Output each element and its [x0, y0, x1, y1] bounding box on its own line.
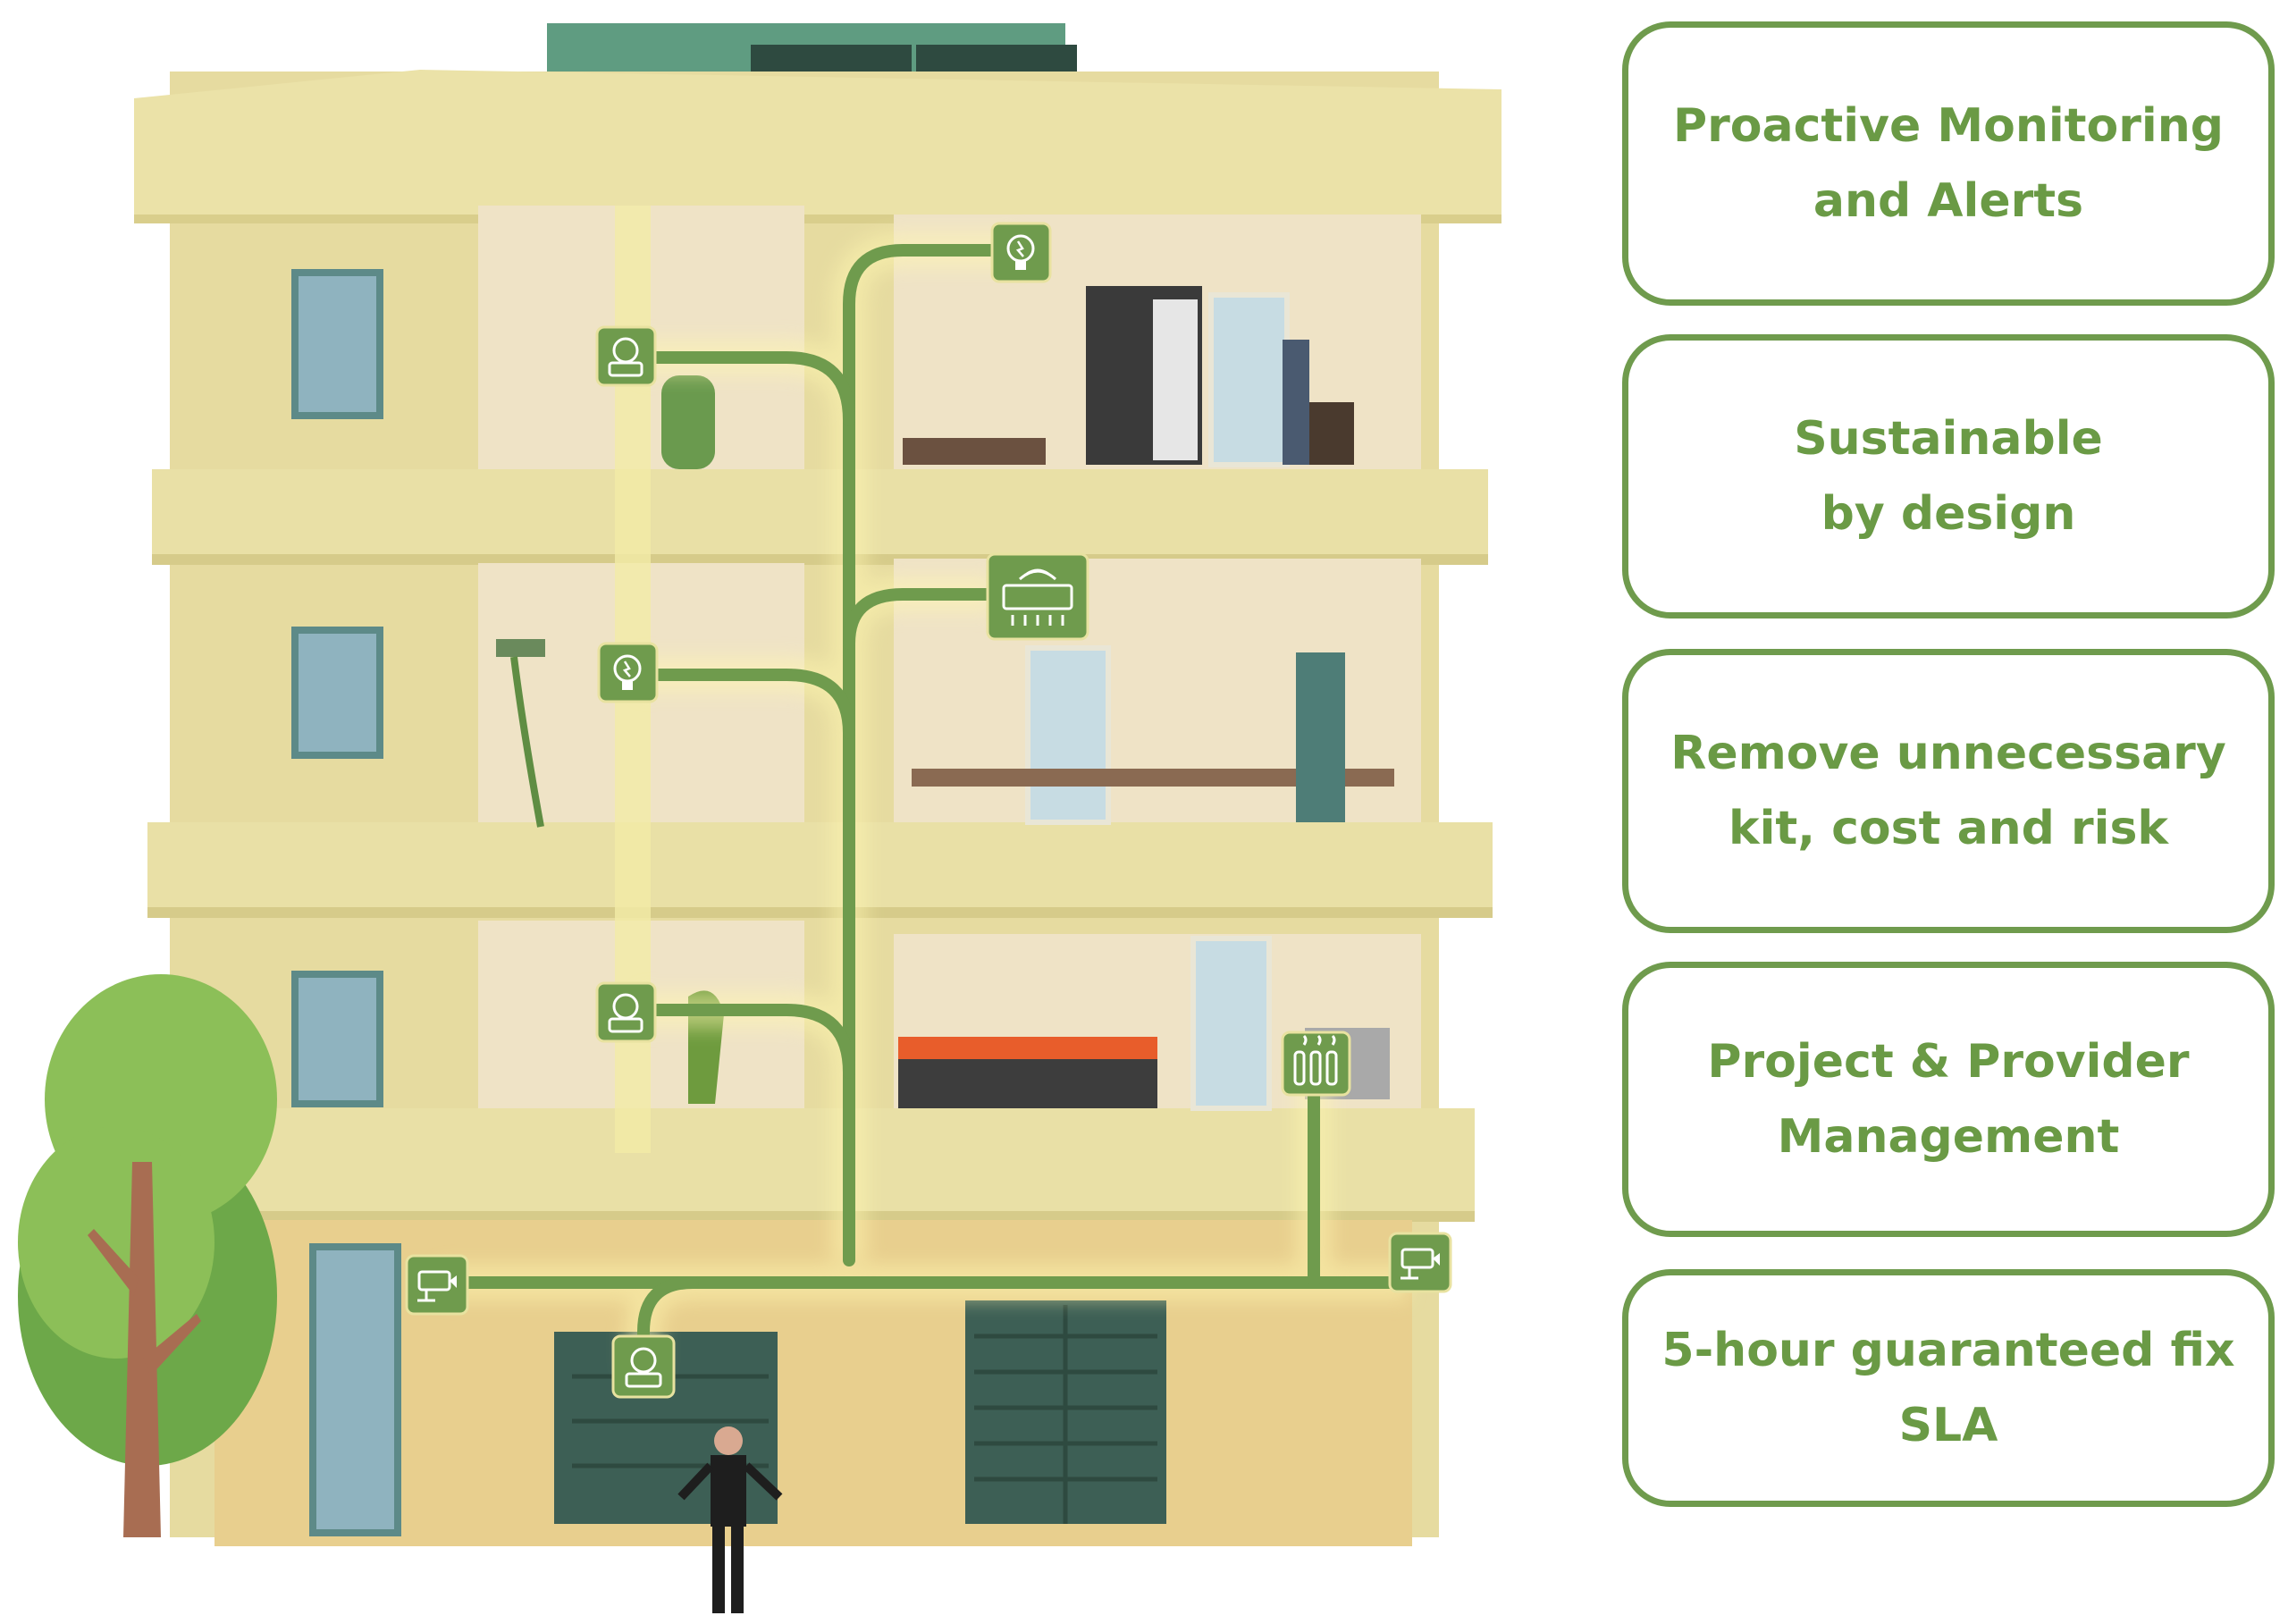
- feature-label: 5-hour guaranteed fix SLA: [1661, 1324, 2235, 1452]
- feature-label: Project & Provider Management: [1707, 1035, 2190, 1164]
- security-badge-icon: [595, 325, 657, 387]
- feature-label: Remove unnecessary kit, cost and risk: [1670, 727, 2226, 855]
- room-furnishings: [496, 286, 1394, 1108]
- feature-card-sustainable: Sustainable by design: [1622, 334, 2275, 618]
- lightbulb-icon: [990, 222, 1052, 283]
- network-lines: [432, 244, 1414, 1374]
- security-badge-icon: [611, 1334, 676, 1399]
- security-badge-icon: [595, 981, 657, 1043]
- feature-card-monitoring: Proactive Monitoring and Alerts: [1622, 21, 2275, 306]
- feature-card-project: Project & Provider Management: [1622, 962, 2275, 1237]
- radiator-icon: [1281, 1031, 1351, 1097]
- feature-card-sla: 5-hour guaranteed fix SLA: [1622, 1269, 2275, 1507]
- feature-card-remove-kit: Remove unnecessary kit, cost and risk: [1622, 649, 2275, 933]
- hvac-icon: [986, 552, 1089, 641]
- roof-units: [547, 23, 1077, 80]
- building-illustration: [18, 23, 1502, 1613]
- side-windows: [291, 269, 1290, 1111]
- camera-icon: [405, 1254, 469, 1316]
- lightbulb-icon: [597, 642, 659, 703]
- person-figure: [677, 1426, 783, 1613]
- camera-icon: [1388, 1232, 1452, 1293]
- tree: [18, 974, 277, 1537]
- feature-label: Proactive Monitoring and Alerts: [1673, 99, 2224, 228]
- feature-label: Sustainable by design: [1794, 412, 2103, 541]
- floor-slabs: [143, 469, 1493, 1222]
